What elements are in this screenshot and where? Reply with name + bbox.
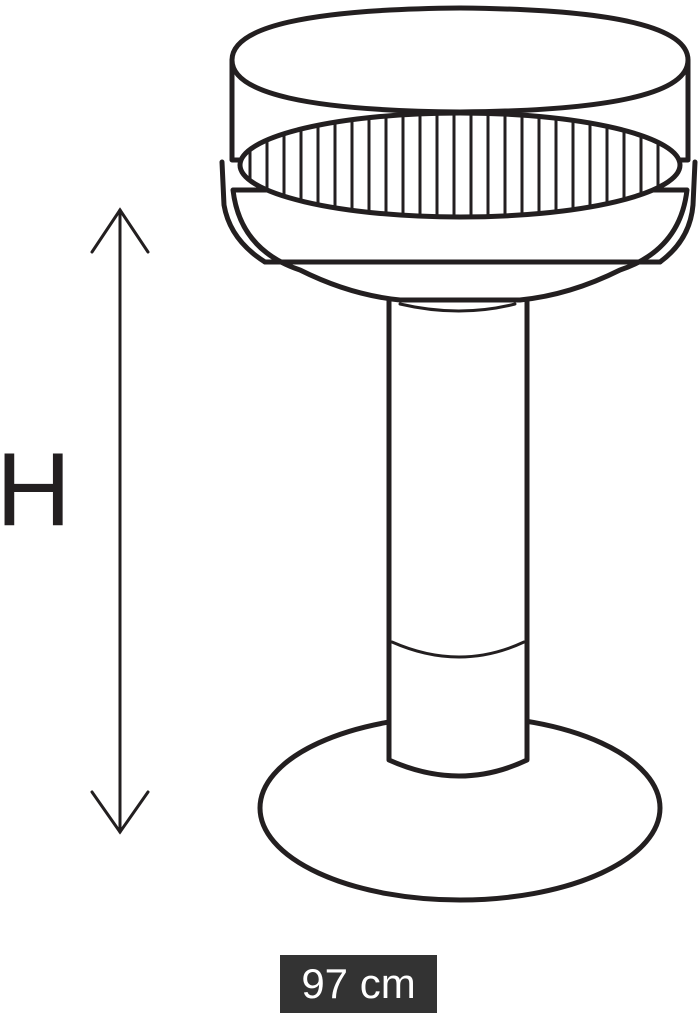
height-arrow	[90, 207, 150, 835]
grill-grate	[237, 110, 683, 220]
measurement-badge: 97 cm	[280, 955, 437, 1013]
grill-frame	[219, 159, 698, 265]
grill-bowl	[230, 187, 690, 313]
height-label: H	[0, 432, 72, 548]
grill-pedestal	[386, 292, 530, 779]
